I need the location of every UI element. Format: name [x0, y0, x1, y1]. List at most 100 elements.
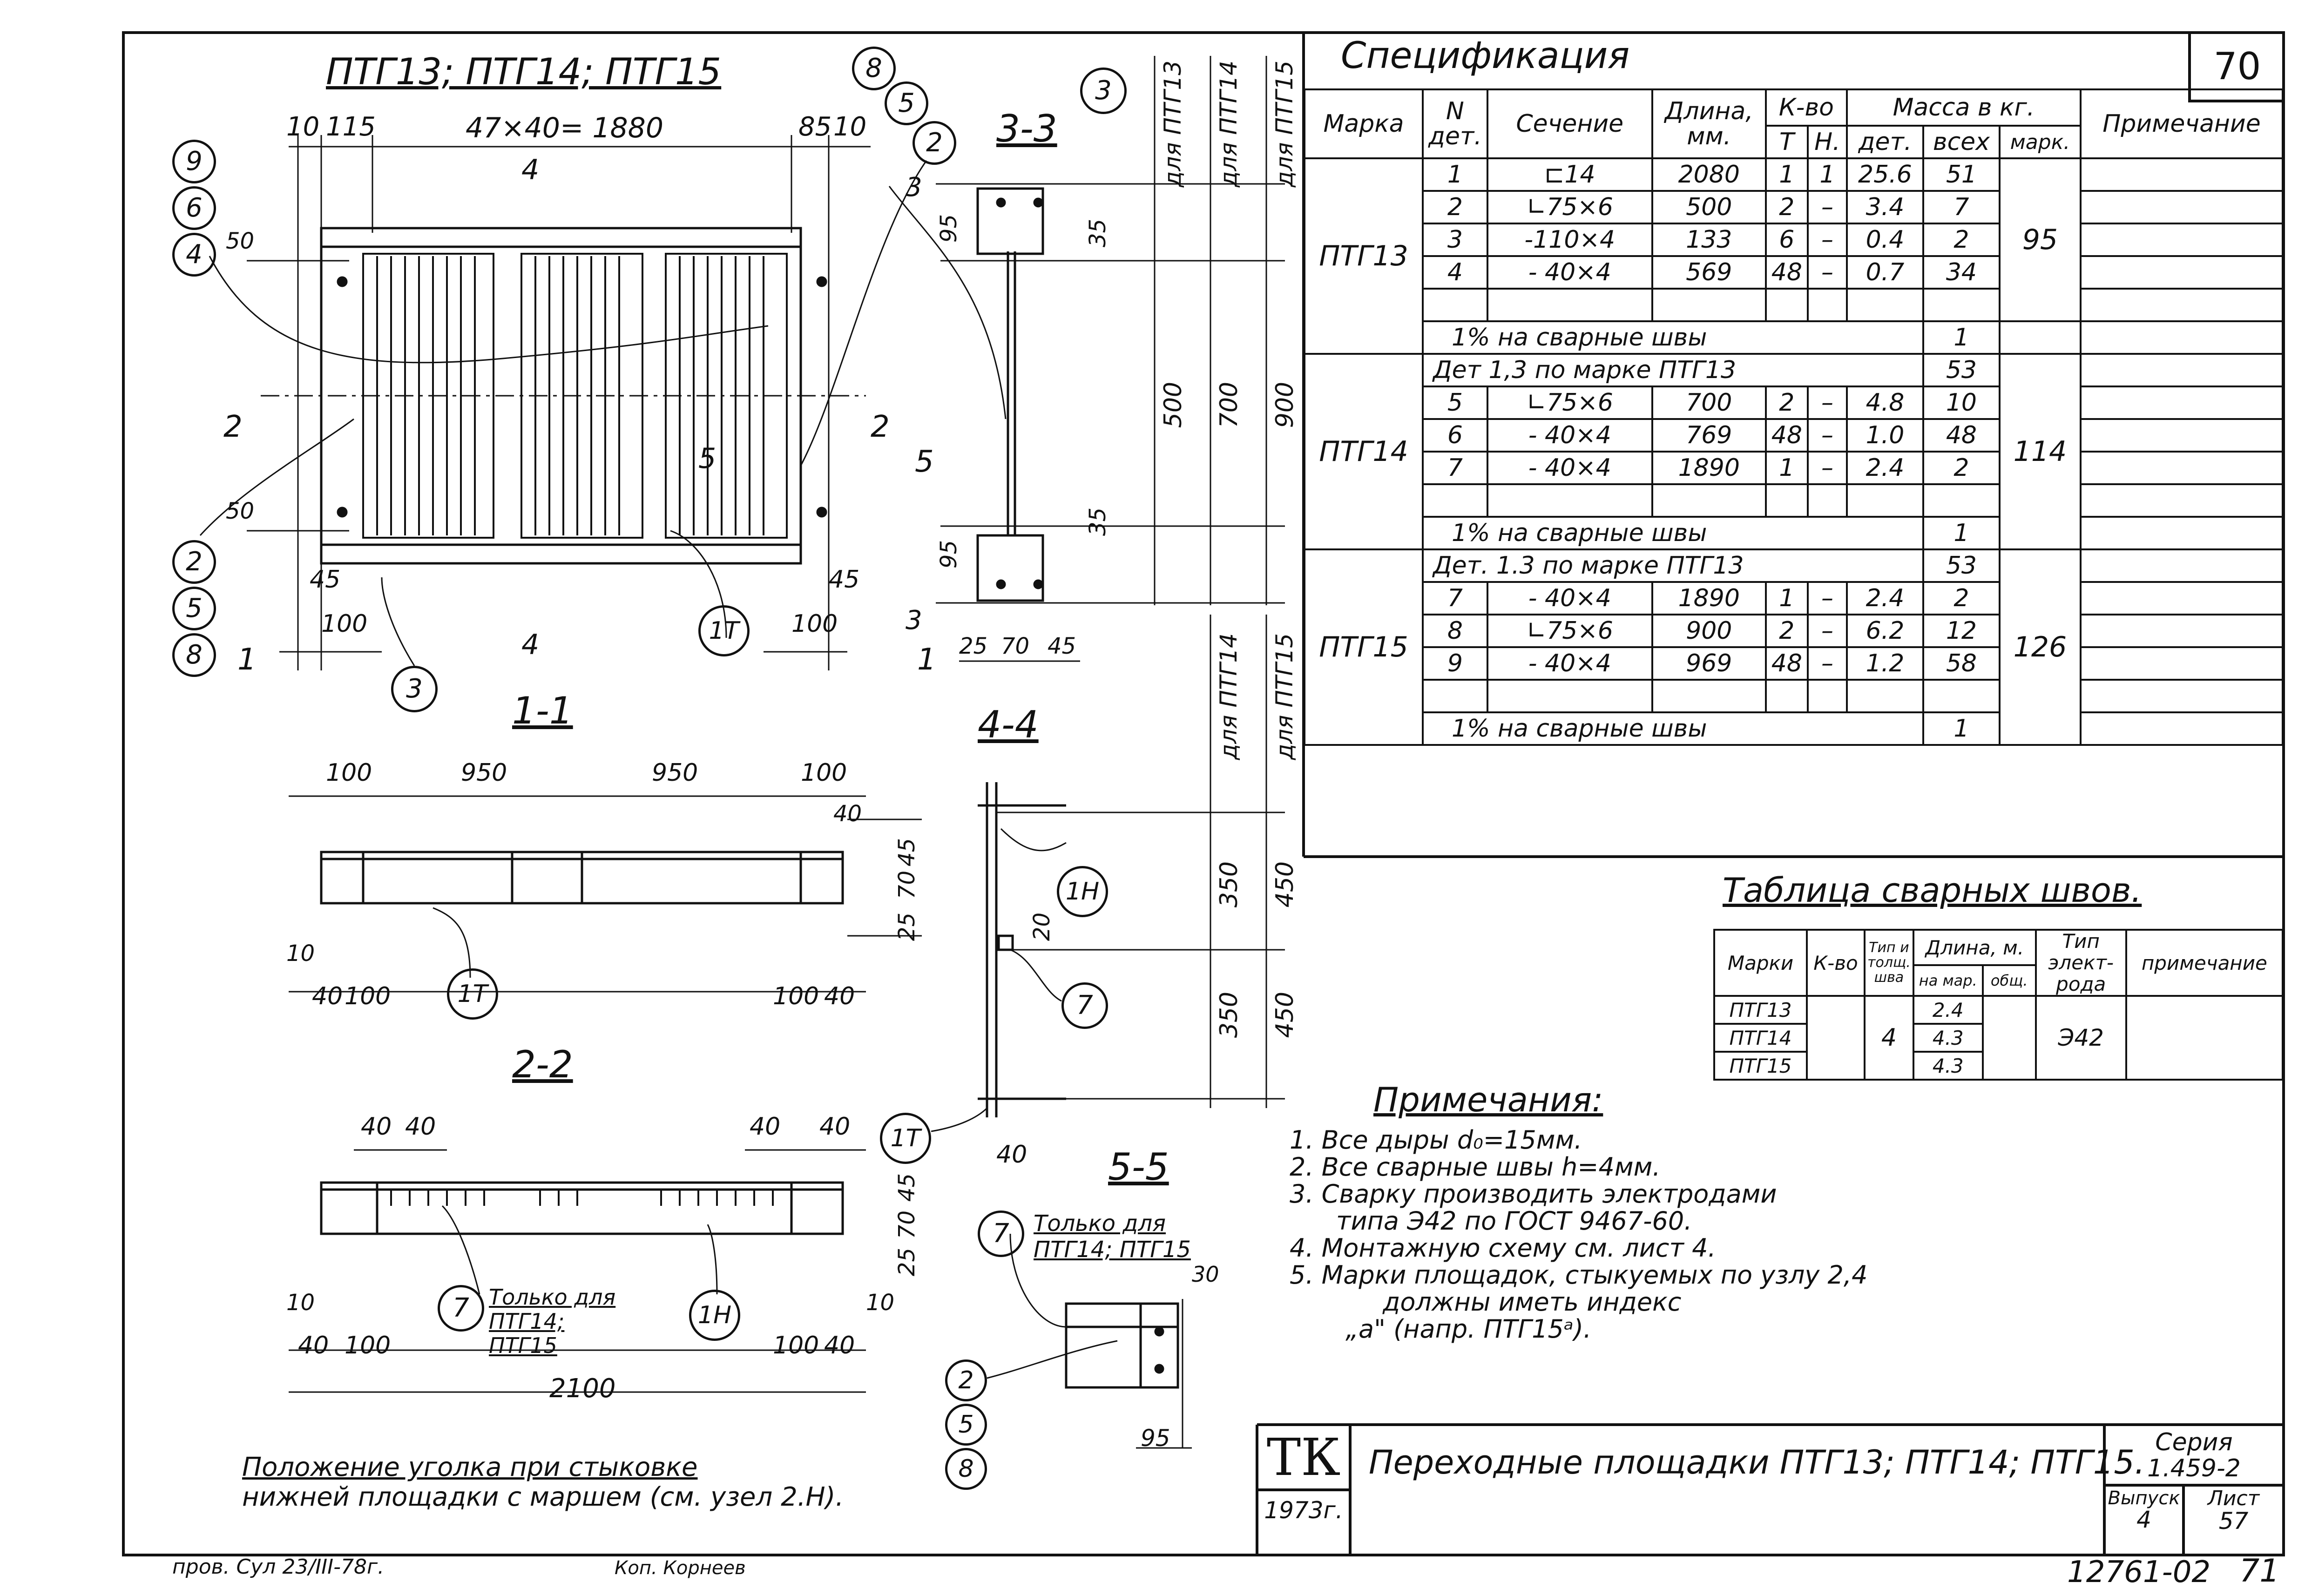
dim: 40 [819, 1113, 851, 1141]
dim-total: 2100 [549, 1373, 616, 1404]
callout-circle: 1Т [880, 1113, 931, 1164]
spec-row: 8 ∟75×6 900 2 – 6.2 12 [1305, 614, 2284, 648]
plan-view [199, 135, 927, 670]
callout-circle: 2 [913, 121, 956, 165]
column-label: для ПТГ13 [1159, 61, 1186, 188]
notes-title: Примечания: [1373, 1080, 1603, 1119]
dim: 100 [345, 982, 391, 1010]
spec-head-mass-all: всех [1922, 125, 2001, 159]
spec-head-section: Сечение [1486, 88, 1653, 159]
callout-circle: 3 [391, 666, 438, 712]
spec-cell: 0.4 [1845, 223, 1924, 257]
weld-table-title: Таблица сварных швов. [1723, 871, 2142, 910]
weld-row: ПТГ13 4 2.4 Э42 [1713, 995, 2284, 1081]
column-label: для ПТГ14 [1215, 61, 1242, 188]
spec-cell: 2 [1922, 581, 2001, 615]
spec-cell: 569 [1651, 255, 1767, 290]
dim: 70 [1001, 633, 1030, 659]
spec-cell: 969 [1651, 646, 1767, 681]
dim: 45 [894, 838, 920, 867]
sheet-frame [122, 31, 2285, 1556]
dim: 40 [312, 982, 343, 1010]
callout-circle: 7 [1061, 982, 1108, 1029]
sheet-number-top: 70 [2188, 33, 2284, 102]
spec-cell: 6 [1422, 418, 1488, 453]
spec-cell: 2 [1764, 614, 1809, 648]
spec-subheader-row: ПТГ14 Дет 1,3 по марке ПТГ13 53 114 [1304, 353, 2284, 550]
spec-row: 2 ∟75×6 500 2 – 3.4 7 [1305, 190, 2284, 224]
plan-title: ПТГ13; ПТГ14; ПТГ15 [326, 51, 722, 93]
spec-head-qty-t: Т [1764, 125, 1809, 159]
spec-cell: 1.2 [1845, 646, 1924, 681]
spec-table: Марка N дет. Сечение Длина, мм. К-во Мас… [1304, 88, 2284, 746]
spec-cell: 6.2 [1845, 614, 1924, 648]
dim: 30 [1192, 1262, 1219, 1287]
plan-dim: 100 [321, 610, 368, 638]
spec-cell: 500 [1651, 190, 1767, 224]
spec-cell: – [1806, 385, 1848, 420]
dim: 950 [461, 759, 507, 787]
sheet-block: Лист 57 [2186, 1488, 2281, 1533]
spec-total: 95 [1998, 157, 2082, 322]
plan-dim: 115 [326, 112, 376, 142]
spec-cell: 3.4 [1845, 190, 1924, 224]
weld-head: Тип и толщ. шва [1864, 929, 1914, 997]
spec-note-cell [2079, 223, 2284, 257]
dim: 40 [824, 982, 855, 1010]
spec-row [1305, 679, 2284, 713]
spec-cell: 2080 [1651, 157, 1767, 192]
spec-cell: 10 [1922, 385, 2001, 420]
section-1-1-title: 1-1 [512, 689, 573, 732]
callout-circle: 3 [1080, 68, 1127, 114]
dim: 70 [894, 871, 920, 899]
spec-subheader-all: 53 [1922, 548, 2001, 583]
weld-head: примечание [2125, 929, 2284, 997]
weld-table: Марки К-во Тип и толщ. шва Длина, м. Тип… [1713, 928, 2284, 1081]
spec-subheader-all: 53 [1922, 353, 2001, 387]
spec-cell: 900 [1651, 614, 1767, 648]
dim: 100 [326, 759, 372, 787]
spec-cell: - 40×4 [1486, 451, 1653, 485]
spec-footer-text: 1% на сварные швы [1422, 516, 1924, 550]
spec-mark: ПТГ13 [1304, 157, 1424, 355]
spec-cell: – [1806, 614, 1848, 648]
plan-dim: 85 [798, 112, 832, 142]
spec-row: 9 - 40×4 969 48 – 1.2 58 [1305, 646, 2284, 681]
spec-cell: 1890 [1651, 581, 1767, 615]
series-block: Серия 1.459-2 [2104, 1429, 2284, 1481]
dim: 900 [1271, 382, 1299, 428]
weld-cell: ПТГ15 [1713, 1051, 1808, 1081]
section-3-3-title: 3-3 [996, 107, 1057, 150]
spec-head-qty: К-во [1764, 88, 1848, 127]
section-mark: 1 [237, 642, 257, 677]
weld-head: Длина, м. [1912, 928, 2037, 967]
series-value: 1.459-2 [2147, 1454, 2241, 1482]
dim: 40 [824, 1332, 855, 1359]
spec-subheader-row: ПТГ15 Дет. 1.3 по марке ПТГ13 53 126 [1304, 548, 2284, 746]
spec-cell: 133 [1651, 223, 1767, 257]
spec-cell: 1 [1764, 581, 1809, 615]
spec-head-qty-n: Н. [1806, 125, 1848, 159]
section-mark: 5 [698, 442, 717, 475]
drawing-title: Переходные площадки ПТГ13; ПТГ14; ПТГ15. [1369, 1443, 2145, 1481]
dim: 350 [1215, 861, 1243, 908]
spec-cell: 4 [1422, 255, 1488, 290]
weld-row: ПТГ15 4.3 [1713, 1051, 2283, 1081]
spec-cell: 1 [1806, 157, 1848, 192]
callout-circle: 5 [172, 587, 216, 630]
spec-footer-row: 1% на сварные швы 1 [1305, 320, 2284, 355]
spec-cell: 2 [1764, 190, 1809, 224]
spec-head-mass-det: дет. [1845, 125, 1924, 159]
section-2-2-note: Только для ПТГ14; ПТГ15 [489, 1285, 616, 1358]
callout-circle: 1Т [698, 605, 750, 656]
weld-head: общ. [1981, 964, 2037, 997]
spec-cell: 1 [1764, 157, 1809, 192]
spec-cell: - 40×4 [1486, 646, 1653, 681]
column-label: для ПТГ15 [1271, 633, 1298, 760]
section-mark: 3 [906, 172, 922, 203]
plan-dim: 50 [226, 498, 255, 524]
section-mark: 5 [915, 445, 934, 479]
callout-circle: 5 [885, 81, 928, 125]
spec-cell: 3 [1422, 223, 1488, 257]
weld-cell: 4.3 [1912, 1023, 1984, 1053]
